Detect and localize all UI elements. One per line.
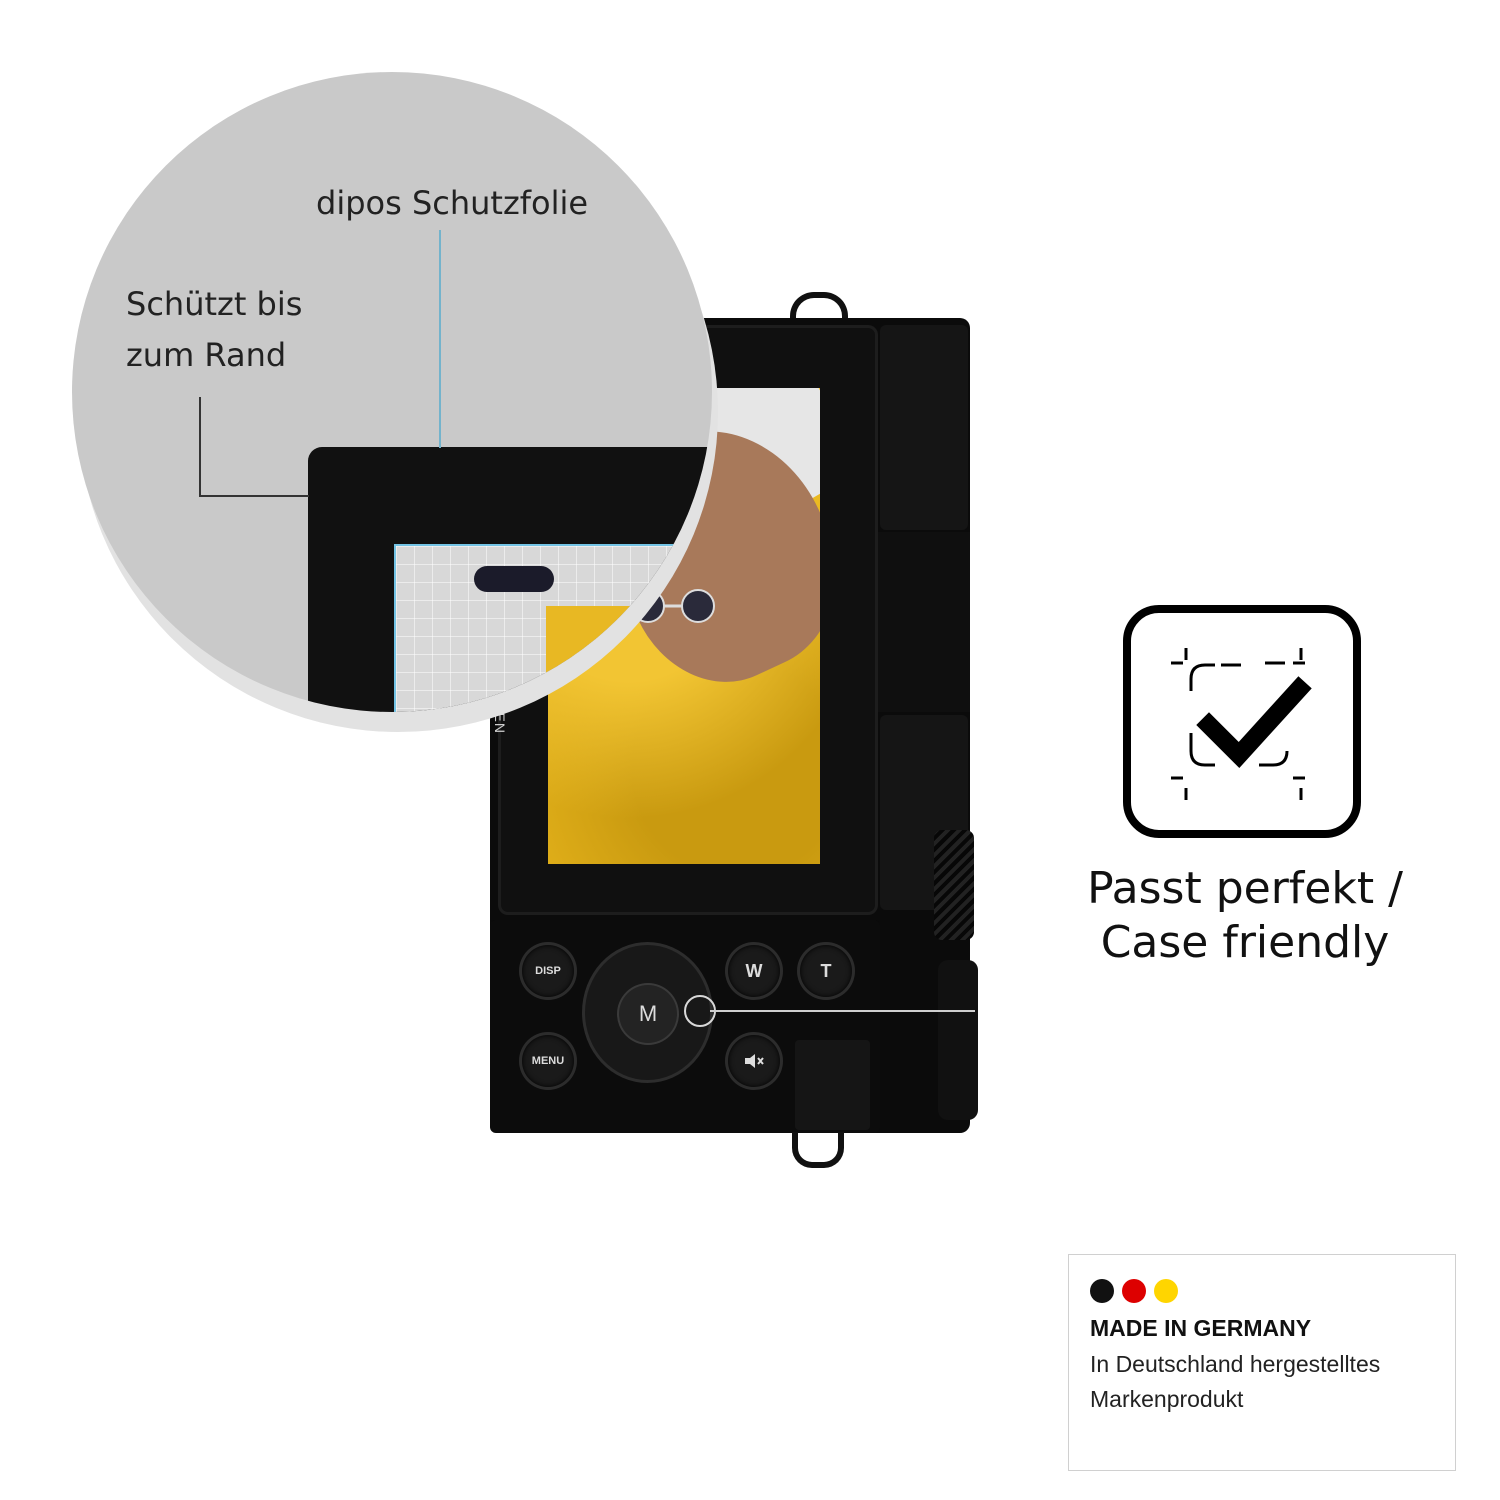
edge-callout-vertical [199,397,201,497]
flag-dot-black [1090,1279,1114,1303]
protector-callout-line [439,230,441,448]
edge-label-line2: zum Rand [126,336,287,374]
thumb-rest [795,1040,870,1130]
zoom-wide-button[interactable]: W [728,945,780,997]
caption-line-2: Case friendly [1100,917,1390,968]
caption-line-1: Passt perfekt / [1087,863,1403,914]
made-in-germany-line2: Markenprodukt [1090,1386,1244,1412]
edge-callout-horizontal [199,495,309,497]
case-friendly-caption: Passt perfekt / Case friendly [1060,862,1430,970]
disp-button[interactable]: DISP [522,945,574,997]
screen-hinge-top [880,325,968,530]
mode-button[interactable]: M [619,985,677,1043]
made-in-germany-title: MADE IN GERMANY [1090,1315,1312,1341]
mute-icon [745,1054,764,1068]
magnified-photo-detail [474,566,554,592]
pointer-line [710,1010,975,1012]
case-friendly-badge [1123,605,1361,838]
edge-label-line1: Schützt bis [126,285,303,323]
made-in-germany-box: MADE IN GERMANY In Deutschland hergestel… [1068,1254,1456,1471]
flag-dot-red [1122,1279,1146,1303]
zoom-wheel [934,830,974,940]
strap-lug-top [790,292,848,338]
protector-title-label: dipos Schutzfolie [316,184,589,222]
check-in-frame-icon [1171,648,1312,800]
magnified-protector-film [394,544,698,712]
strap-lug-bottom [792,1132,844,1168]
side-control-knob [938,960,978,1120]
flag-dot-gold [1154,1279,1178,1303]
menu-button[interactable]: MENU [522,1035,574,1087]
screen-hinge-middle [870,532,970,712]
magnified-yellow-area [546,606,696,712]
magnifier-bubble [72,72,712,712]
mute-button[interactable] [728,1035,780,1087]
made-in-germany-line1: In Deutschland hergestelltes [1090,1351,1381,1377]
zoom-tele-button[interactable]: T [800,945,852,997]
